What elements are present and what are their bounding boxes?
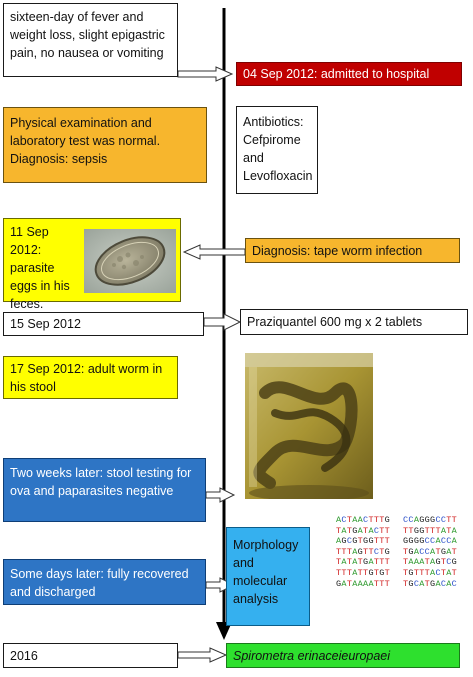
event-recovered-text: Some days later: fully recovered and dis…	[10, 567, 189, 599]
seq1-line: TATGATACTT	[336, 525, 391, 536]
event-eggs: 11 Sep 2012: parasite eggs in his feces.	[3, 218, 181, 311]
event-admitted-text: 04 Sep 2012: admitted to hospital	[243, 67, 430, 81]
seq1-line: AGCGTGGTTT	[336, 536, 391, 547]
event-species-text: Spirometra erinaceieuropaei	[233, 649, 391, 663]
event-worm-text: 17 Sep 2012: adult worm in his stool	[10, 362, 163, 394]
worm-in-jar-icon	[245, 353, 373, 499]
event-year: 2016	[3, 643, 178, 668]
timeline-arrowhead	[216, 622, 232, 640]
event-diagnosis: Diagnosis: tape worm infection	[245, 238, 460, 263]
event-date-15: 15 Sep 2012	[3, 312, 204, 336]
arrow-date15-praziquantel	[203, 313, 242, 331]
seq2-line: CCAGGGCCTT	[403, 515, 458, 525]
parasite-egg-icon	[84, 229, 176, 293]
seq1-line: GATAAAATTT	[336, 578, 391, 589]
event-eggs-text: 11 Sep 2012: parasite eggs in his feces.	[10, 225, 70, 311]
worm-jar-image	[245, 353, 373, 499]
seq1-line: TTTAGTTCTG	[336, 546, 391, 557]
event-diagnosis-text: Diagnosis: tape worm infection	[252, 244, 423, 258]
seq1-line: TATATGATTT	[336, 557, 391, 568]
seq1-line: ACTAACTTTG	[336, 515, 391, 525]
event-symptoms-text: sixteen-day of fever and weight loss, sl…	[10, 10, 165, 60]
egg-micrograph-image	[84, 229, 176, 293]
event-worm: 17 Sep 2012: adult worm in his stool	[3, 356, 178, 399]
seq2-line: TGCATGACAC	[403, 578, 458, 589]
event-stool-test-text: Two weeks later: stool testing for ova a…	[10, 466, 192, 498]
arrow-diagnosis-eggs	[182, 244, 246, 260]
arrow-symptoms-admitted	[177, 66, 234, 82]
event-analysis: Morphology and molecular analysis	[226, 527, 310, 626]
event-year-text: 2016	[10, 649, 38, 663]
event-exam: Physical examination and laboratory test…	[3, 107, 207, 183]
arrow-stool-analysis	[205, 487, 236, 503]
event-stool-test: Two weeks later: stool testing for ova a…	[3, 458, 206, 522]
event-antibiotics-text: Antibiotics: Cefpirome and Levofloxacin	[243, 115, 313, 183]
seq2-line: TAAATAGTCG	[403, 557, 458, 568]
event-antibiotics: Antibiotics: Cefpirome and Levofloxacin	[236, 106, 318, 194]
event-symptoms: sixteen-day of fever and weight loss, sl…	[3, 3, 178, 77]
seq2-line: TGACCATGAT	[403, 546, 458, 557]
seq2-line: TGTTTACTAT	[403, 567, 458, 578]
event-admitted: 04 Sep 2012: admitted to hospital	[236, 62, 462, 86]
event-species: Spirometra erinaceieuropaei	[226, 643, 460, 668]
event-praziquantel: Praziquantel 600 mg x 2 tablets	[240, 309, 468, 335]
arrow-year-species	[177, 647, 228, 663]
event-praziquantel-text: Praziquantel 600 mg x 2 tablets	[247, 315, 423, 329]
event-date-15-text: 15 Sep 2012	[10, 317, 81, 331]
event-recovered: Some days later: fully recovered and dis…	[3, 559, 206, 605]
event-analysis-text: Morphology and molecular analysis	[233, 538, 299, 606]
seq2-line: TTGGTTTATA	[403, 525, 458, 536]
event-exam-text: Physical examination and laboratory test…	[10, 116, 161, 166]
seq2-line: GGGGCCACCA	[403, 536, 458, 547]
seq1-line: TTTATTGTGT	[336, 567, 391, 578]
